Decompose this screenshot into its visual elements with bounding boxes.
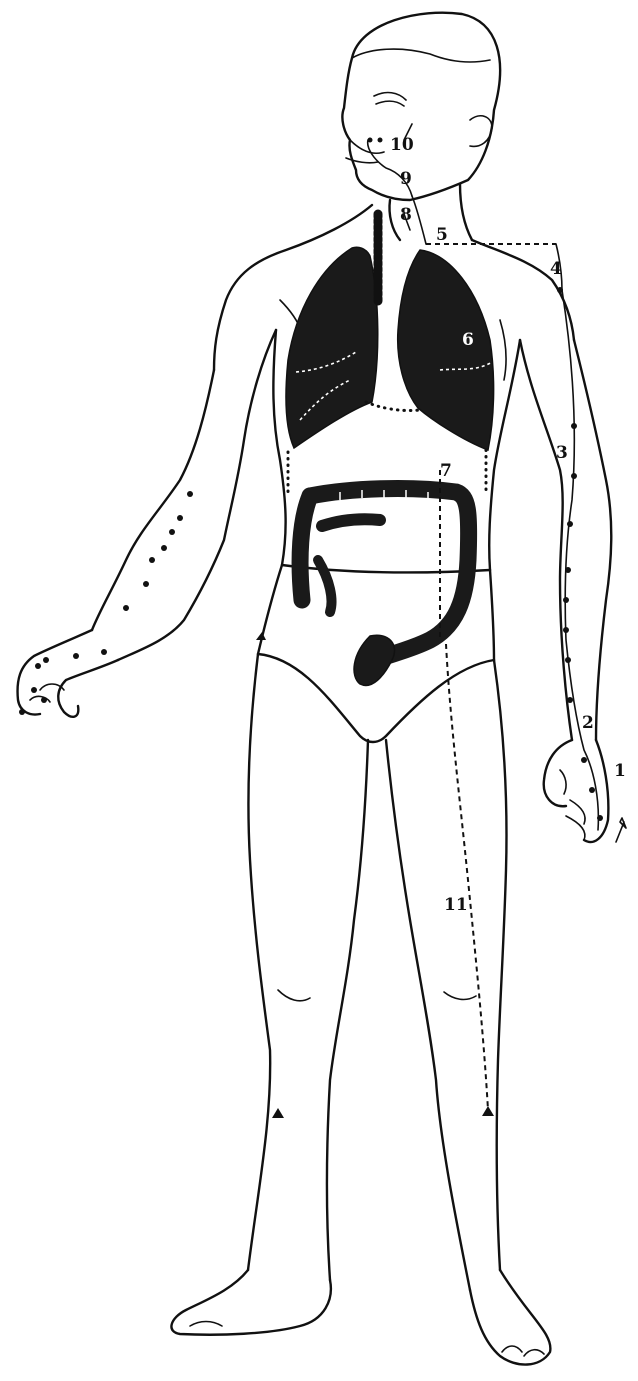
head-outline (342, 13, 500, 200)
legs-outline (171, 654, 550, 1365)
label-6: 6 (462, 330, 474, 350)
acupoints (19, 138, 603, 1119)
label-9: 9 (400, 169, 412, 189)
label-4: 4 (550, 259, 562, 279)
label-8: 8 (400, 205, 412, 225)
torso-outline (214, 184, 574, 570)
label-10: 10 (390, 135, 414, 155)
right-lung (398, 250, 494, 450)
label-1: 1 (614, 761, 626, 781)
left-arm-outline (18, 330, 276, 717)
large-intestine (300, 489, 469, 686)
label-5: 5 (436, 225, 448, 245)
label-3: 3 (556, 443, 568, 463)
label-11: 11 (444, 895, 468, 915)
left-lung (286, 247, 378, 448)
label-2: 2 (582, 713, 594, 733)
label-7: 7 (440, 461, 452, 481)
rectum (354, 635, 395, 685)
